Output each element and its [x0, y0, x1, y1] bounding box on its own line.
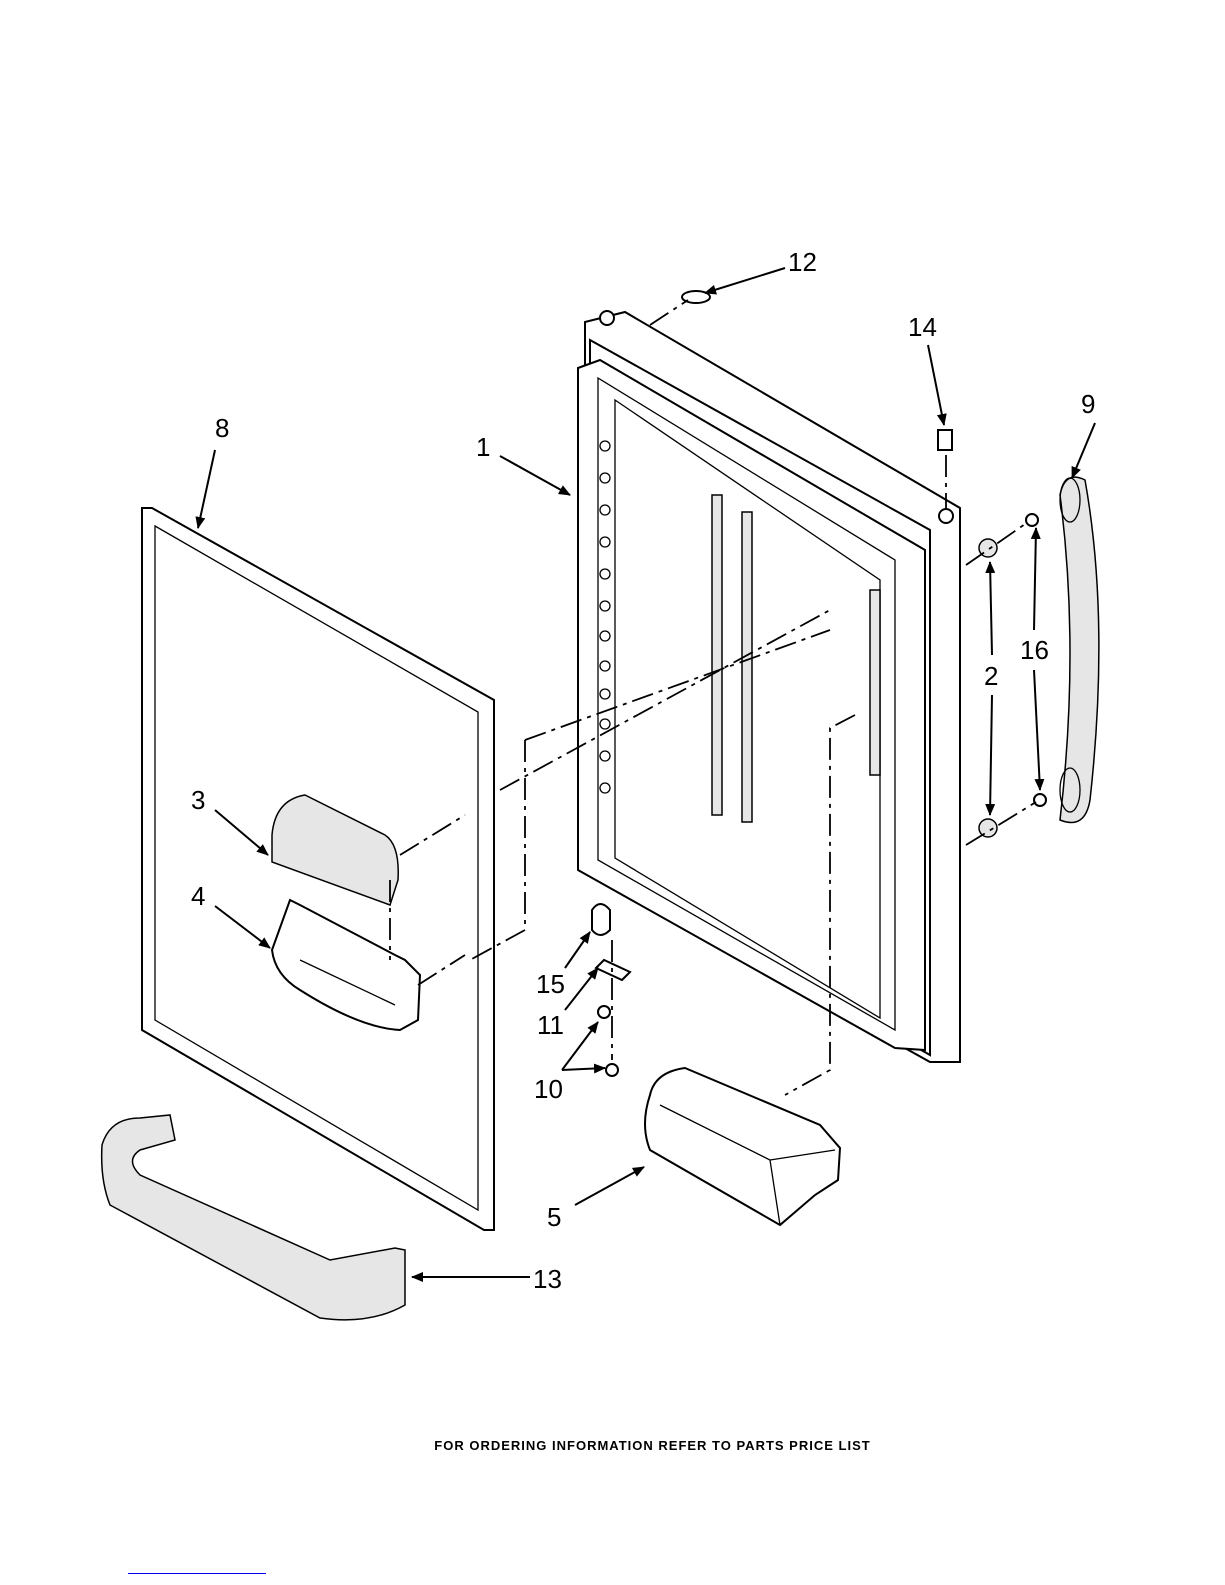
screw-part-10b[interactable] — [605, 1063, 619, 1077]
door-bin-part-13[interactable] — [100, 1114, 406, 1321]
callout-3: 3 — [191, 785, 205, 815]
dispenser-tray-part-4[interactable] — [270, 898, 422, 1032]
callout-15: 15 — [536, 969, 565, 999]
assembly-lines — [389, 299, 1037, 1096]
ordering-info-note: FOR ORDERING INFORMATION REFER TO PARTS … — [434, 1438, 871, 1453]
hinge-part-15[interactable] — [591, 903, 611, 936]
callout-13: 13 — [533, 1264, 562, 1294]
link-underline[interactable] — [128, 1573, 266, 1574]
spacer-part-2b[interactable] — [978, 818, 998, 838]
callout-16: 16 — [1020, 635, 1049, 665]
callout-1: 1 — [476, 432, 490, 462]
callout-10: 10 — [534, 1074, 563, 1104]
callout-11: 11 — [537, 1010, 564, 1040]
screw-part-16a[interactable] — [1025, 513, 1039, 527]
shelf-clips — [599, 440, 611, 794]
dispenser-cover-part-3[interactable] — [271, 794, 399, 906]
callout-9: 9 — [1081, 389, 1095, 419]
callout-14: 14 — [908, 312, 937, 342]
callout-2: 2 — [984, 661, 998, 691]
plug-part-12[interactable] — [681, 290, 711, 304]
leader-arrows — [195, 267, 1096, 1282]
callout-5: 5 — [547, 1202, 561, 1232]
screw-part-10a[interactable] — [597, 1005, 611, 1019]
screw-part-16b[interactable] — [1033, 793, 1047, 807]
door-bin-part-5[interactable] — [644, 1066, 842, 1227]
callout-labels: 1 2 3 4 5 8 9 10 11 12 13 14 15 16 — [191, 247, 1095, 1294]
shim-part-11[interactable] — [594, 958, 632, 982]
callout-8: 8 — [215, 413, 229, 443]
callout-4: 4 — [191, 881, 205, 911]
bushing-part-14[interactable] — [937, 429, 953, 451]
callout-12: 12 — [788, 247, 817, 277]
door-frame-part-1[interactable] — [577, 310, 961, 1063]
handle-part-9[interactable] — [1059, 476, 1100, 824]
